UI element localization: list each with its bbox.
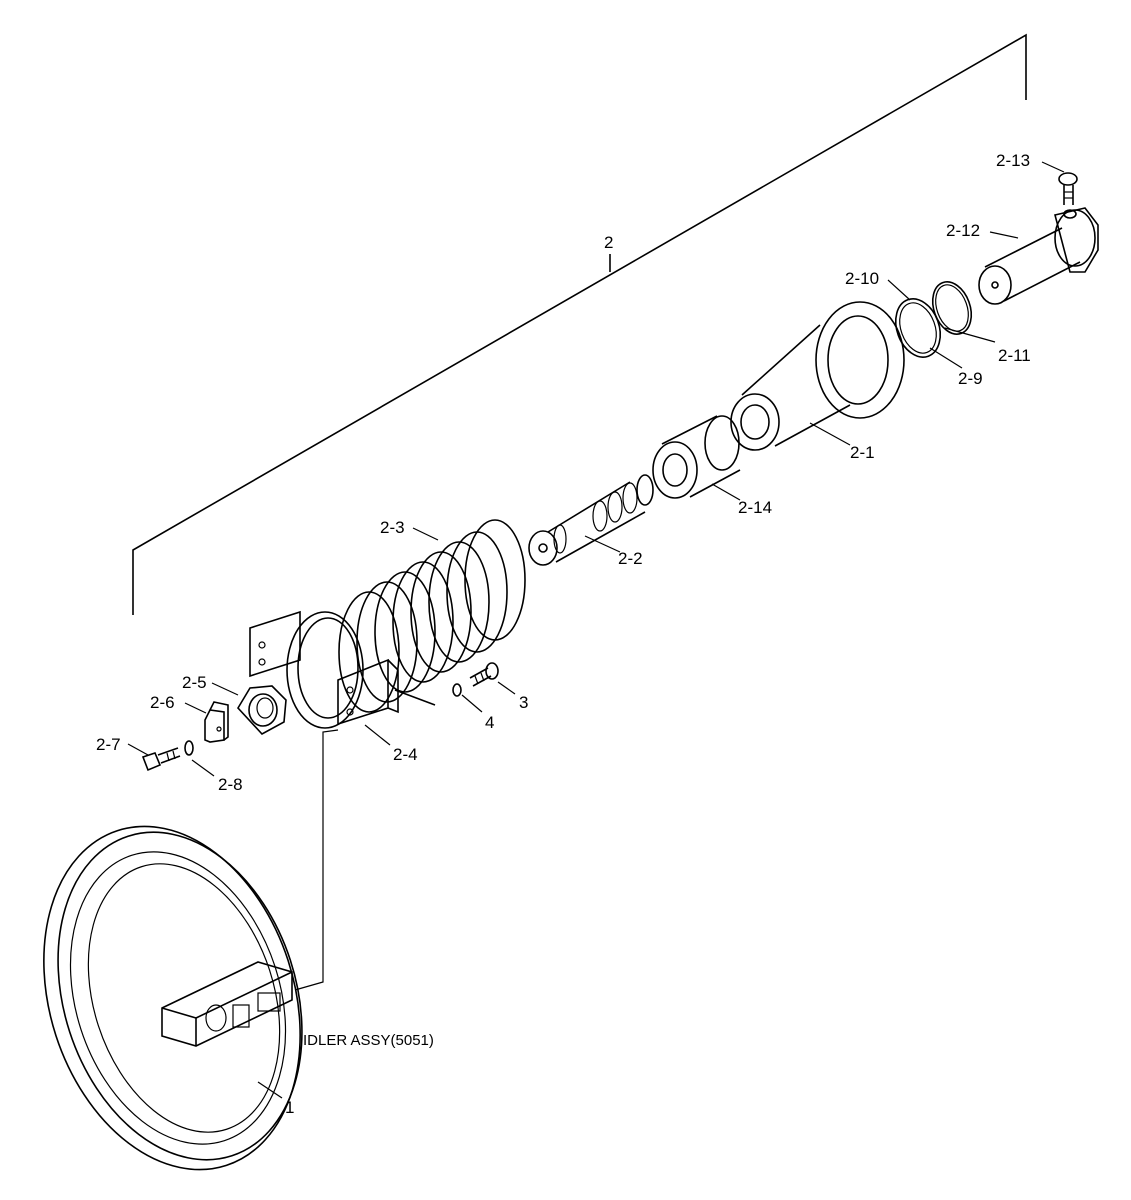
part-labels: 2 2-13 2-12 2-10 2-11 2-9 2-1 2-14 2-2 2… — [96, 151, 1031, 1117]
label-2-5: 2-5 — [182, 673, 207, 692]
part-2-5-nut — [237, 685, 287, 736]
label-2-3: 2-3 — [380, 518, 405, 537]
label-2-13: 2-13 — [996, 151, 1030, 170]
label-2-1: 2-1 — [850, 443, 875, 462]
label-2-8: 2-8 — [218, 775, 243, 794]
leader-lines — [127, 161, 1065, 1099]
part-2-2-rod — [528, 474, 654, 566]
label-2-4: 2-4 — [393, 745, 418, 764]
assembly-bracket — [132, 33, 1027, 615]
part-2-14-bushing — [652, 415, 741, 499]
part-2-6-lock-plate — [204, 701, 229, 743]
part-2-1-cylinder — [730, 301, 905, 451]
label-2-10: 2-10 — [845, 269, 879, 288]
label-2-11: 2-11 — [998, 346, 1031, 365]
part-2-7-bolt — [141, 747, 181, 772]
idler-assy-note: IDLER ASSY(5051) — [303, 1032, 434, 1049]
part-2-13-bolt — [1058, 172, 1078, 205]
label-2-6: 2-6 — [150, 693, 175, 712]
part-2-12-cylinder — [978, 207, 1099, 305]
label-2-14: 2-14 — [738, 498, 772, 517]
part-2-4-yoke — [249, 610, 436, 729]
label-2-12: 2-12 — [946, 221, 980, 240]
part-2-3-spring — [338, 519, 526, 713]
label-3: 3 — [519, 693, 528, 712]
part-1-idler-wheel — [43, 825, 303, 1171]
label-2-9: 2-9 — [958, 369, 983, 388]
label-2: 2 — [604, 233, 613, 252]
label-2-2: 2-2 — [618, 549, 643, 568]
part-4-washer — [452, 683, 462, 697]
label-1: 1 — [285, 1098, 294, 1117]
part-3-bolt — [469, 662, 499, 687]
part-2-11-ring — [931, 281, 973, 335]
part-2-8-washer — [184, 740, 194, 756]
label-4: 4 — [485, 713, 494, 732]
label-2-7: 2-7 — [96, 735, 121, 754]
